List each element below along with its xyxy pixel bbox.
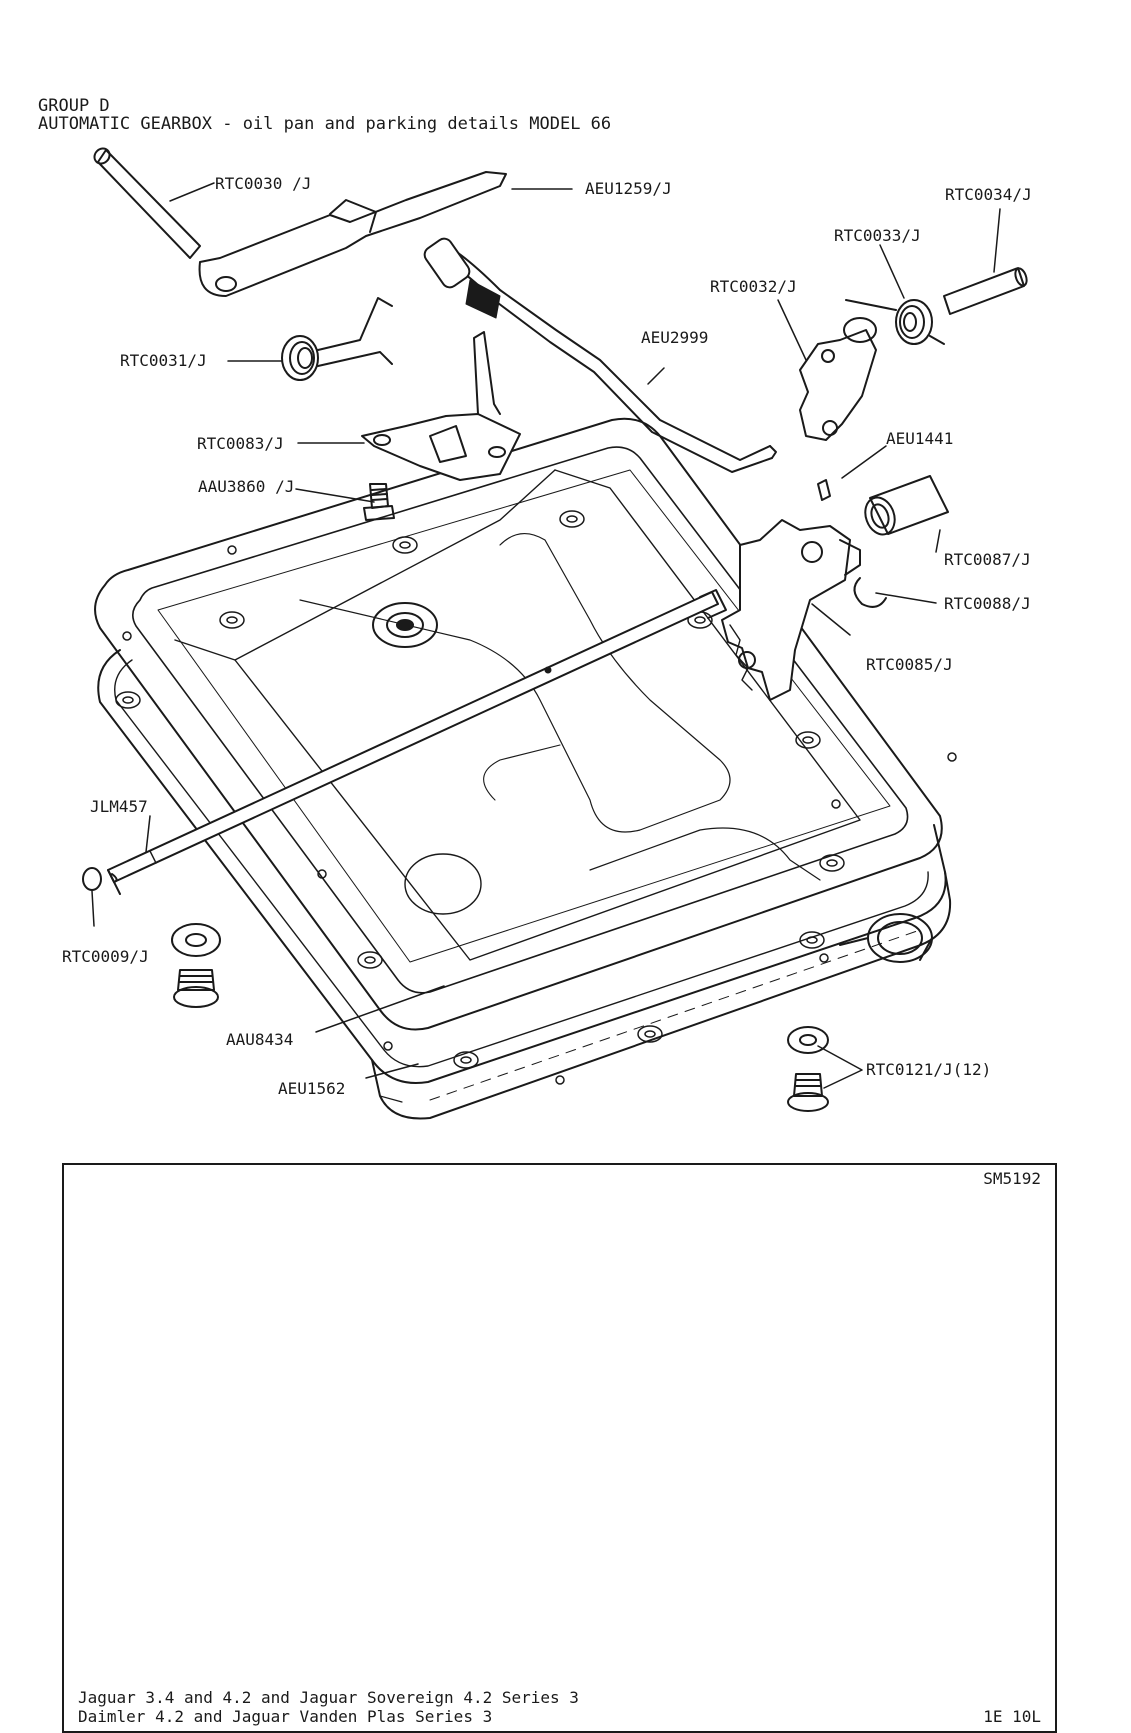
callout-aeu1562: AEU1562 <box>278 1079 345 1098</box>
retaining-clip <box>853 577 887 608</box>
callout-rtc0031: RTC0031/J <box>120 351 207 370</box>
callout-rtc0087: RTC0087/J <box>944 550 1031 569</box>
callout-aeu2999: AEU2999 <box>641 328 708 347</box>
flange-bolt-holes <box>115 510 957 1085</box>
group-heading: GROUP D <box>38 96 110 116</box>
applicability-line-1: Jaguar 3.4 and 4.2 and Jaguar Sovereign … <box>78 1688 579 1707</box>
selector-shaft <box>107 589 727 895</box>
torsion-spring-rtc0031 <box>281 297 393 381</box>
pawl-pin <box>943 267 1028 315</box>
callout-rtc0085: RTC0085/J <box>866 655 953 674</box>
callout-rtc0032: RTC0032/J <box>710 277 797 296</box>
bracket-bolt <box>363 483 395 521</box>
page-number: 1E 10L <box>983 1707 1041 1726</box>
callout-rtc0034: RTC0034/J <box>945 185 1032 204</box>
page-title: AUTOMATIC GEARBOX - oil pan and parking … <box>38 114 612 134</box>
callout-aeu1441: AEU1441 <box>886 429 953 448</box>
drawing-reference: SM5192 <box>983 1169 1041 1188</box>
drain-plug-boss <box>372 602 438 648</box>
callout-rtc0121: RTC0121/J(12) <box>866 1060 991 1079</box>
pivot-pin <box>93 147 201 259</box>
callout-rtc0009: RTC0009/J <box>62 947 149 966</box>
filler-neck <box>839 913 933 963</box>
torsion-spring-rtc0033 <box>845 299 945 345</box>
applicability-line-2: Daimler 4.2 and Jaguar Vanden Plas Serie… <box>78 1707 493 1726</box>
dowel-pin <box>817 479 831 501</box>
washer-and-screw-right <box>787 1026 829 1112</box>
callout-rtc0088: RTC0088/J <box>944 594 1031 613</box>
exploded-parts-diagram: RTC0030 /J AEU1259/J RTC0034/J RTC0033/J… <box>62 147 1032 1120</box>
title-block: SM5192 Jaguar 3.4 and 4.2 and Jaguar Sov… <box>62 1163 1057 1733</box>
callout-jlm457: JLM457 <box>90 797 148 816</box>
parking-lever-quadrant <box>721 519 861 701</box>
callout-aeu1259: AEU1259/J <box>585 179 672 198</box>
callout-aau3860: AAU3860 /J <box>198 477 294 496</box>
mounting-bracket <box>361 331 521 481</box>
callout-rtc0083: RTC0083/J <box>197 434 284 453</box>
leader-lines <box>91 182 1001 1089</box>
washer-and-screw-left <box>171 923 221 1008</box>
callout-labels: RTC0030 /J AEU1259/J RTC0034/J RTC0033/J… <box>62 174 1032 1098</box>
magnet-disc <box>404 853 482 915</box>
callout-rtc0033: RTC0033/J <box>834 226 921 245</box>
callout-aau8434: AAU8434 <box>226 1030 293 1049</box>
callout-rtc0030: RTC0030 /J <box>215 174 311 193</box>
actuating-lever <box>198 171 507 297</box>
shaft-circlip <box>82 867 102 891</box>
parking-rod <box>423 237 777 473</box>
bush-sleeve <box>864 475 949 536</box>
parking-pawl <box>799 317 877 441</box>
pan-flange <box>94 417 943 1031</box>
